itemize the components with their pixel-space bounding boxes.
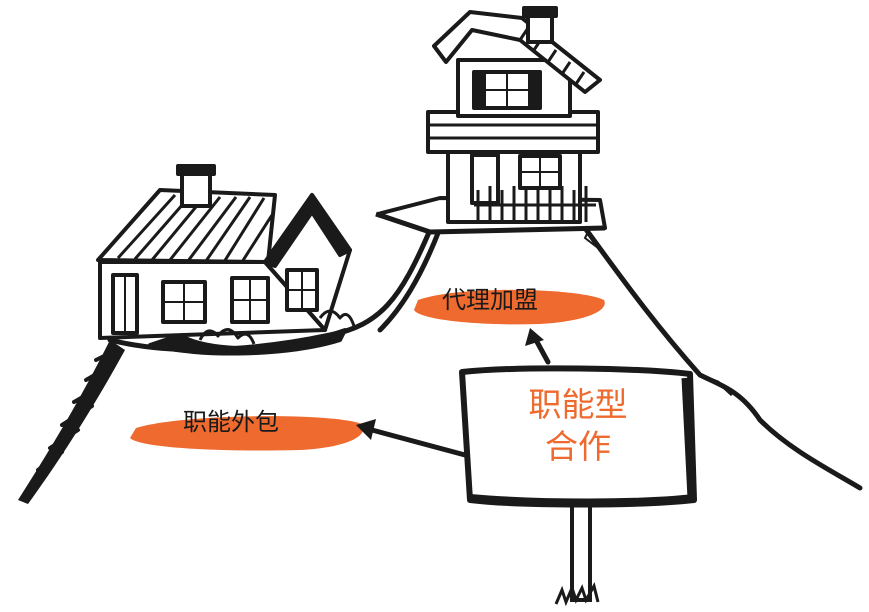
right-hill (377, 225, 863, 491)
sign-line-2: 合作 (545, 427, 611, 466)
highlight-left (130, 416, 364, 451)
label-agency-franchise: 代理加盟 (442, 286, 538, 314)
sign-text: 职能型 合作 (474, 384, 682, 468)
sign-line-1: 职能型 (528, 385, 628, 424)
signpost (459, 365, 697, 607)
cottage-house (96, 164, 356, 356)
tall-house (375, 6, 607, 235)
arrow-to-left-label (356, 419, 468, 458)
label-function-outsourcing: 职能外包 (183, 408, 279, 436)
highlight-top (414, 289, 605, 325)
arrow-to-top-label (525, 328, 551, 365)
